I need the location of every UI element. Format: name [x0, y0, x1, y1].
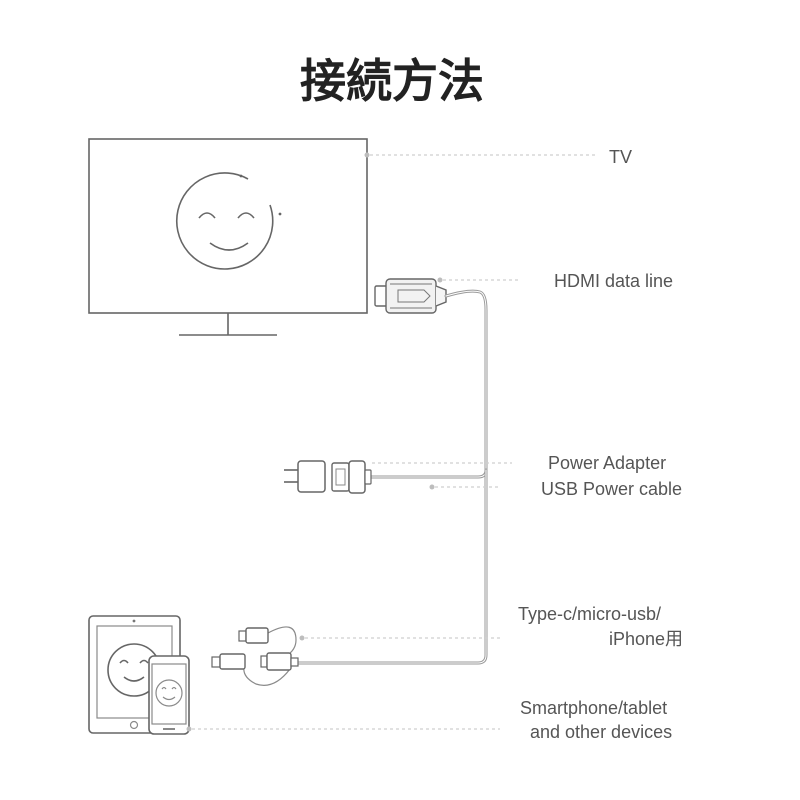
phone-smiley-icon [155, 679, 183, 707]
tv-screen [88, 138, 368, 314]
label-devices-line1: Smartphone/tablet [520, 698, 667, 718]
power-adapter-illustration [284, 460, 372, 494]
label-typec-line2: iPhone用 [609, 629, 683, 649]
label-typec-line1: Type-c/micro-usb/ [518, 604, 661, 624]
label-usb-power-cable: USB Power cable [541, 479, 682, 499]
label-power-adapter: Power Adapter [548, 453, 666, 473]
hdmi-adapter-illustration [374, 278, 447, 314]
smiley-face-icon [176, 172, 282, 270]
cables [296, 289, 488, 665]
smartphone-illustration [148, 655, 190, 735]
label-tv: TV [609, 147, 632, 167]
tv-illustration [88, 138, 368, 336]
leader-lines [186, 152, 598, 732]
page-title: 接続方法 [300, 54, 484, 108]
multi-connector-illustration [211, 626, 299, 686]
label-hdmi-data-line: HDMI data line [554, 271, 673, 291]
label-devices-line2: and other devices [530, 722, 672, 742]
